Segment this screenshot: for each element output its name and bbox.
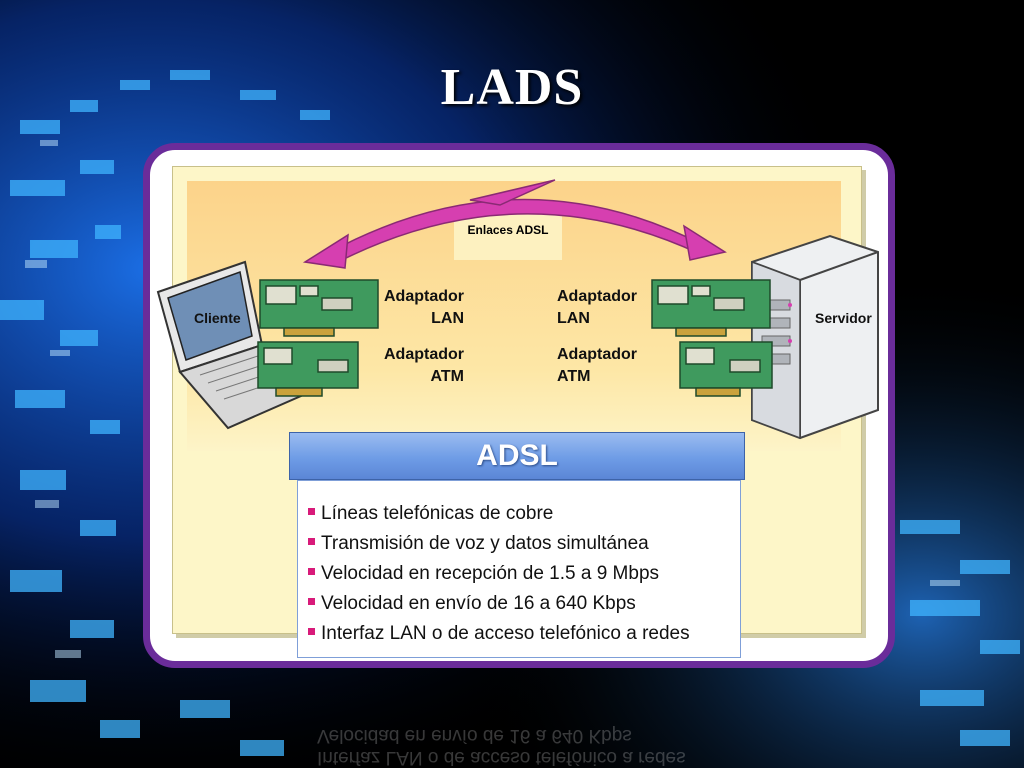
bullet-icon [308,508,315,516]
list-item: Velocidad en recepción de 1.5 a 9 Mbps [308,559,740,589]
slide-title: LADS [440,59,584,116]
list-item: Interfaz LAN o de acceso telefónico a re… [308,619,740,649]
adsl-feature-list: Líneas telefónicas de cobre Transmisión … [297,480,741,658]
bullet-icon [308,598,315,606]
adsl-header: ADSL [289,432,745,480]
slide-reflection: Interfaz LAN o de acceso telefónico a re… [317,725,686,768]
list-item: Transmisión de voz y datos simultánea [308,529,740,559]
bullet-icon [308,568,315,576]
bullet-icon [308,628,315,636]
link-label: Enlaces ADSL [454,212,562,260]
list-item: Velocidad en envío de 16 a 640 Kbps [308,589,740,619]
list-item: Líneas telefónicas de cobre [308,499,740,529]
server-label: Servidor [815,310,872,326]
bullet-icon [308,538,315,546]
client-label: Cliente [194,310,241,326]
